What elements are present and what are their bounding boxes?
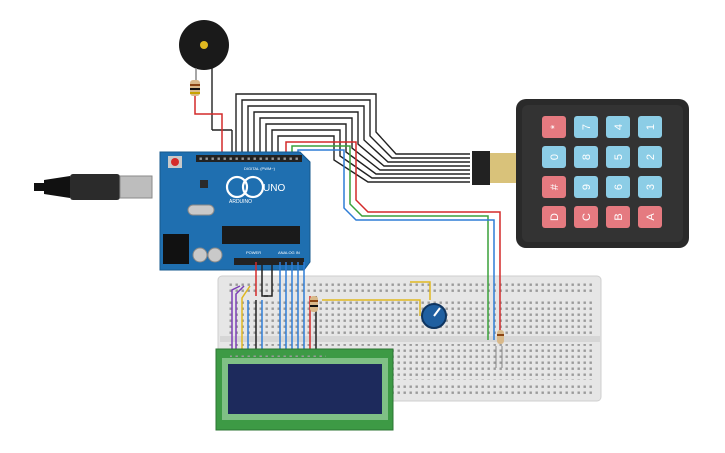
board-brand: ARDUINO [229, 199, 252, 205]
keypad-key-label: # [549, 183, 561, 190]
keypad-key[interactable] [542, 146, 566, 168]
keypad-key-label: D [549, 213, 561, 221]
keypad-key[interactable] [638, 116, 662, 138]
pulldown-resistors[interactable] [495, 330, 504, 368]
buzzer-resistor[interactable] [190, 80, 223, 158]
keypad-key[interactable] [574, 146, 598, 168]
keypad-key-label: 4 [613, 124, 625, 130]
board-model: UNO [263, 183, 285, 194]
keypad-key-label: 6 [613, 184, 625, 190]
lcd-wires [231, 262, 431, 350]
keypad-key[interactable] [606, 176, 630, 198]
keypad-key-label: 0 [549, 154, 561, 160]
keypad-key-label: 7 [581, 124, 593, 130]
keypad-key[interactable] [542, 116, 566, 138]
keypad-key[interactable] [542, 176, 566, 198]
keypad-key[interactable] [574, 206, 598, 228]
power-header-label: POWER [246, 250, 261, 255]
keypad-key[interactable] [606, 146, 630, 168]
potentiometer[interactable] [421, 303, 447, 329]
keypad-key-label: C [581, 213, 593, 221]
keypad-wires [235, 93, 470, 183]
buzzer[interactable] [179, 20, 233, 158]
keypad-key-label: 3 [645, 184, 657, 190]
analog-header-label: ANALOG IN [278, 250, 300, 255]
arduino-uno[interactable]: DIGITAL (PWM~) UNO ARDUINO POWER ANALOG … [159, 151, 311, 271]
keypad-key[interactable] [638, 206, 662, 228]
keypad-key-label: A [645, 213, 657, 221]
keypad-key[interactable] [638, 176, 662, 198]
lcd-16x2[interactable] [215, 348, 394, 431]
keypad-key-label: 2 [645, 154, 657, 160]
keypad-key[interactable] [574, 176, 598, 198]
keypad-key[interactable] [606, 116, 630, 138]
keypad-key-label: 1 [645, 124, 657, 130]
digital-header-label: DIGITAL (PWM~) [244, 166, 276, 171]
keypad-key-label: 8 [581, 154, 593, 160]
keypad-key-label: * [549, 124, 561, 129]
keypad-key[interactable] [574, 116, 598, 138]
keypad-4x4[interactable]: * 7 4 1 0 8 5 2 #9 6 3D C B A [472, 99, 689, 248]
keypad-key[interactable] [638, 146, 662, 168]
keypad-key-label: 5 [613, 154, 625, 160]
usb-cable[interactable] [34, 174, 153, 200]
breadboard-resistor[interactable] [310, 296, 318, 312]
keypad-key[interactable] [606, 206, 630, 228]
keypad-key-label: B [613, 213, 625, 220]
keypad-key-label: 9 [581, 184, 593, 190]
keypad-key[interactable] [542, 206, 566, 228]
signal-wires [285, 141, 501, 340]
